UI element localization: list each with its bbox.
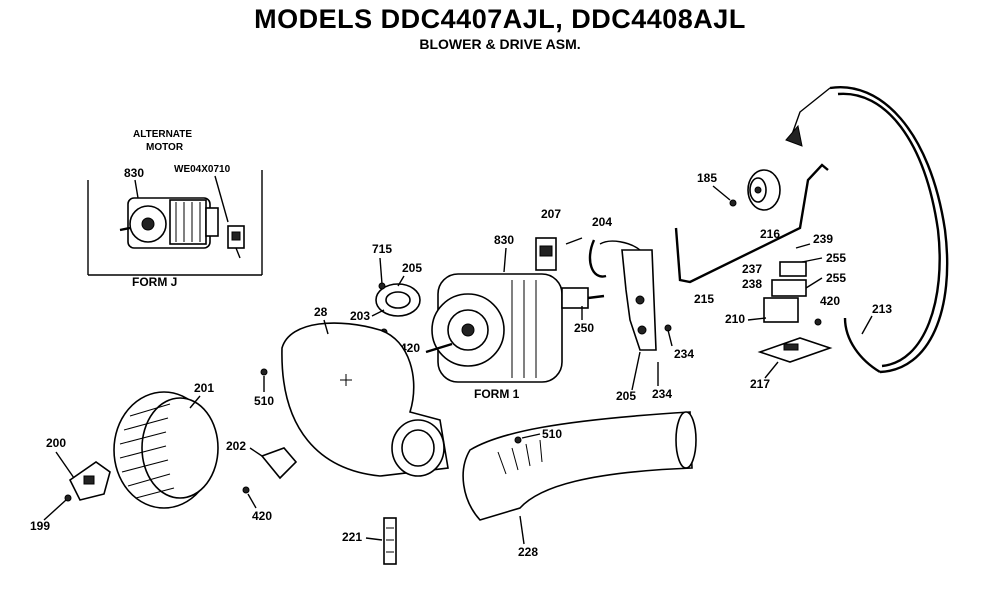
callout-199: 199: [30, 519, 50, 533]
callout-250: 250: [574, 321, 594, 335]
callout-234-a: 234: [674, 347, 694, 361]
harness-204: [588, 239, 641, 278]
callout-830: 830: [494, 233, 514, 247]
callout-255-a: 255: [826, 251, 846, 265]
seal-202: [260, 447, 298, 480]
callout-715: 715: [372, 242, 392, 256]
callout-830-inset: 830: [124, 166, 144, 180]
callout-420-c: 420: [252, 509, 272, 523]
exhaust-duct: [462, 411, 697, 521]
callout-28: 28: [314, 305, 328, 319]
callout-255-b: 255: [826, 271, 846, 285]
callout-221: 221: [342, 530, 362, 544]
callout-216: 216: [760, 227, 780, 241]
callout-203: 203: [350, 309, 370, 323]
callout-204: 204: [592, 215, 612, 229]
callout-185: 185: [697, 171, 717, 185]
callout-239: 239: [813, 232, 833, 246]
screw-510-a: [260, 368, 268, 376]
callout-228: 228: [518, 545, 538, 559]
callout-238: 238: [742, 277, 762, 291]
page-subtitle: BLOWER & DRIVE ASM.: [419, 36, 581, 52]
callout-210: 210: [725, 312, 745, 326]
callout-213: 213: [872, 302, 892, 316]
alternate-motor-switch: [227, 225, 245, 259]
callout-215: 215: [694, 292, 714, 306]
switch-plate: [757, 337, 833, 363]
blower-wheel: [113, 391, 219, 509]
callout-420-b: 420: [820, 294, 840, 308]
drum-belt: [785, 85, 949, 374]
callout-207: 207: [541, 207, 561, 221]
callout-237: 237: [742, 262, 762, 276]
motor-clamp: [375, 283, 421, 317]
callout-202: 202: [226, 439, 246, 453]
wheel-clip: [68, 461, 111, 501]
inset-heading-2: MOTOR: [146, 142, 184, 153]
idler-pulley: [747, 169, 781, 211]
blower-housing: [281, 322, 449, 477]
idler-arm: [674, 163, 829, 284]
screw-420-c: [242, 486, 250, 494]
page-title: MODELS DDC4407AJL, DDC4408AJL: [254, 4, 746, 34]
idler-bracket-assembly: [763, 243, 823, 323]
callout-200: 200: [46, 436, 66, 450]
drive-motor: [425, 273, 605, 383]
callout-510-b: 510: [542, 427, 562, 441]
motor-mount-bracket: [621, 249, 657, 351]
seal-strip: [383, 517, 397, 565]
inset-heading-1: ALTERNATE: [133, 129, 192, 140]
callout-234-b: 234: [652, 387, 672, 401]
inset-form-label: FORM J: [132, 275, 177, 289]
callout-201: 201: [194, 381, 214, 395]
callout-510-a: 510: [254, 394, 274, 408]
alternate-motor: [119, 197, 219, 249]
switch-207: [535, 237, 557, 271]
alternate-motor-inset: ALTERNATE MOTOR 830 WE04X0710 FORM J: [87, 129, 263, 289]
form1-label: FORM 1: [474, 387, 520, 401]
callout-205-b: 205: [616, 389, 636, 403]
callout-205-top: 205: [402, 261, 422, 275]
callout-217: 217: [750, 377, 770, 391]
screw-510-b: [514, 436, 522, 444]
inset-part-number: WE04X0710: [174, 164, 231, 175]
